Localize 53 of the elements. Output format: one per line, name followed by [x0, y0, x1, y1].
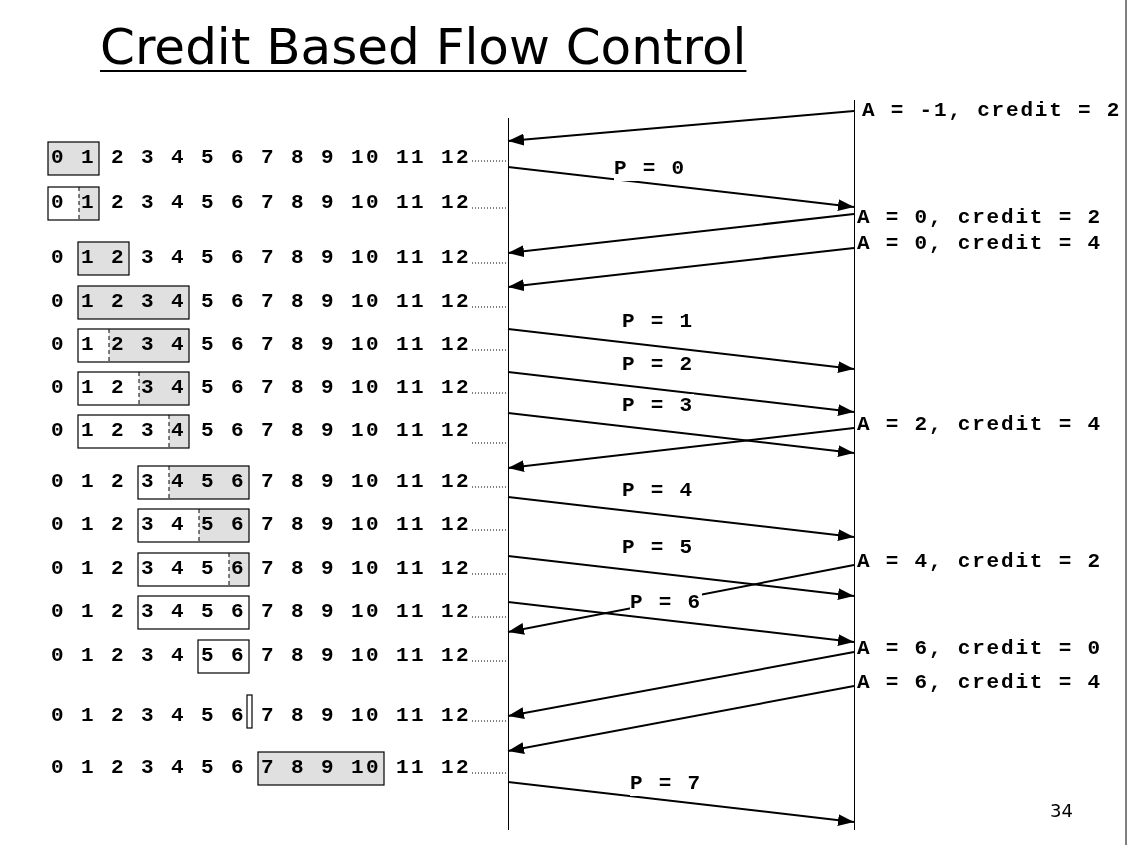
message-arrow — [507, 496, 855, 542]
sequence-number-row: 0 1 2 3 4 5 6 7 8 9 10 11 12 — [51, 756, 472, 780]
message-arrow — [507, 685, 855, 754]
leader-line — [471, 660, 509, 662]
leader-line — [471, 262, 509, 264]
edge-label: A = 4, credit = 2 — [857, 550, 1102, 574]
message-arrow — [507, 166, 855, 212]
leader-line — [471, 160, 509, 162]
sequence-number-row: 0 1 2 3 4 5 6 7 8 9 10 11 12 — [51, 513, 472, 537]
sequence-number-row: 0 1 2 3 4 5 6 7 8 9 10 11 12 — [51, 191, 472, 215]
edge-label: A = -1, credit = 2 — [862, 99, 1122, 123]
sequence-number-row: 0 1 2 3 4 5 6 7 8 9 10 11 12 — [51, 419, 472, 443]
sequence-number-row: 0 1 2 3 4 5 6 7 8 9 10 11 12 — [51, 600, 472, 624]
leader-line — [471, 349, 509, 351]
message-arrow — [507, 555, 855, 601]
sequence-number-row: 0 1 2 3 4 5 6 7 8 9 10 11 12 — [51, 146, 472, 170]
edge-label: A = 0, credit = 2 — [857, 206, 1102, 230]
sequence-number-row: 0 1 2 3 4 5 6 7 8 9 10 11 12 — [51, 290, 472, 314]
message-arrow — [507, 328, 855, 374]
leader-line — [471, 306, 509, 308]
message-arrow — [507, 412, 855, 458]
lifeline — [508, 118, 509, 830]
sequence-number-row: 0 1 2 3 4 5 6 7 8 9 10 11 12 — [51, 704, 472, 728]
sequence-number-row: 0 1 2 3 4 5 6 7 8 9 10 11 12 — [51, 376, 472, 400]
leader-line — [471, 442, 509, 444]
leader-line — [471, 616, 509, 618]
message-arrow — [507, 213, 855, 258]
sequence-number-row: 0 1 2 3 4 5 6 7 8 9 10 11 12 — [51, 644, 472, 668]
leader-line — [471, 486, 509, 488]
page-number: 34 — [1050, 800, 1073, 822]
message-arrow — [507, 371, 855, 417]
sequence-number-row: 0 1 2 3 4 5 6 7 8 9 10 11 12 — [51, 246, 472, 270]
sequence-number-row: 0 1 2 3 4 5 6 7 8 9 10 11 12 — [51, 557, 472, 581]
title: Credit Based Flow Control — [100, 17, 747, 78]
message-arrow — [507, 651, 855, 719]
message-arrow — [507, 427, 855, 473]
edge-label: A = 0, credit = 4 — [857, 232, 1102, 256]
sequence-number-row: 0 1 2 3 4 5 6 7 8 9 10 11 12 — [51, 333, 472, 357]
edge-label: A = 2, credit = 4 — [857, 413, 1102, 437]
leader-line — [471, 392, 509, 394]
message-arrow — [507, 247, 855, 292]
leader-line — [471, 720, 509, 722]
lifeline — [854, 100, 855, 830]
edge-label: A = 6, credit = 4 — [857, 671, 1102, 695]
message-arrow — [507, 110, 855, 146]
leader-line — [471, 772, 509, 774]
message-arrow — [507, 781, 855, 827]
leader-line — [471, 529, 509, 531]
sequence-number-row: 0 1 2 3 4 5 6 7 8 9 10 11 12 — [51, 470, 472, 494]
message-arrow — [507, 601, 855, 647]
leader-line — [471, 573, 509, 575]
edge-label: A = 6, credit = 0 — [857, 637, 1102, 661]
leader-line — [471, 207, 509, 209]
